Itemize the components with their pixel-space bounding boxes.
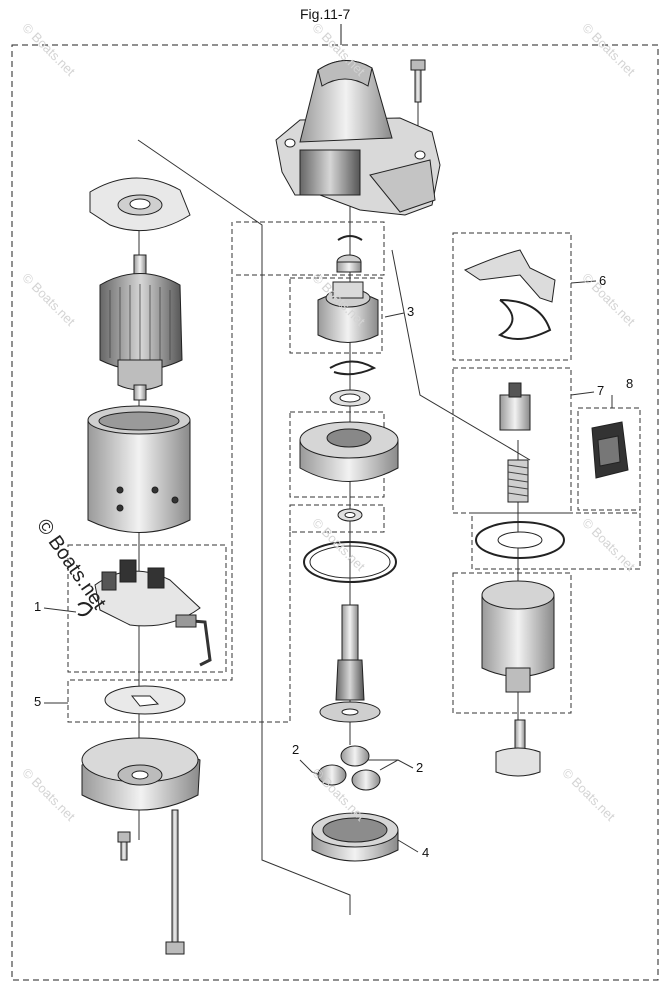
- callout-4: 4: [422, 845, 430, 860]
- callout-3: 3: [407, 304, 415, 319]
- pinion-gear: [317, 281, 379, 343]
- brush-holder: [94, 559, 212, 667]
- internal-gear-housing: [299, 421, 399, 482]
- armature: [99, 254, 183, 401]
- through-bolt-long: [165, 809, 185, 955]
- brush-spring: [77, 602, 94, 617]
- shift-lever: [463, 249, 556, 340]
- washer: [329, 389, 371, 407]
- drive-housing: [275, 60, 441, 216]
- gasket-ring: [303, 541, 397, 583]
- plunger-spring: [507, 459, 529, 503]
- callout-5: 5: [34, 694, 42, 709]
- yoke: [87, 405, 191, 533]
- dust-cover: [591, 421, 629, 479]
- callout-2-right: 2: [416, 760, 424, 775]
- planet-gears: [317, 745, 381, 791]
- through-bolt-top: [410, 59, 426, 103]
- figure-title: Fig.11-7: [300, 6, 351, 22]
- lock-plate: [104, 685, 186, 715]
- washer-small: [337, 508, 363, 522]
- snap-ring-mid: [329, 360, 377, 376]
- armature-plate: [89, 177, 191, 232]
- solenoid-gasket: [475, 521, 565, 559]
- solenoid-switch: [481, 580, 555, 693]
- callout-1: 1: [34, 599, 42, 614]
- stop-collar: [336, 254, 362, 273]
- snap-ring-top: [337, 235, 363, 241]
- rear-cover: [81, 737, 201, 811]
- outer-frame: [11, 44, 659, 981]
- ring-gear: [311, 812, 399, 862]
- callout-6: 6: [599, 273, 607, 288]
- cover-screw: [117, 831, 131, 861]
- plunger: [499, 382, 531, 431]
- solenoid-terminal-cap: [495, 719, 541, 777]
- callout-7: 7: [597, 383, 605, 398]
- callout-2-left: 2: [292, 742, 300, 757]
- planetary-shaft: [319, 604, 381, 723]
- callout-leaders: [43, 280, 613, 853]
- callout-8: 8: [626, 376, 634, 391]
